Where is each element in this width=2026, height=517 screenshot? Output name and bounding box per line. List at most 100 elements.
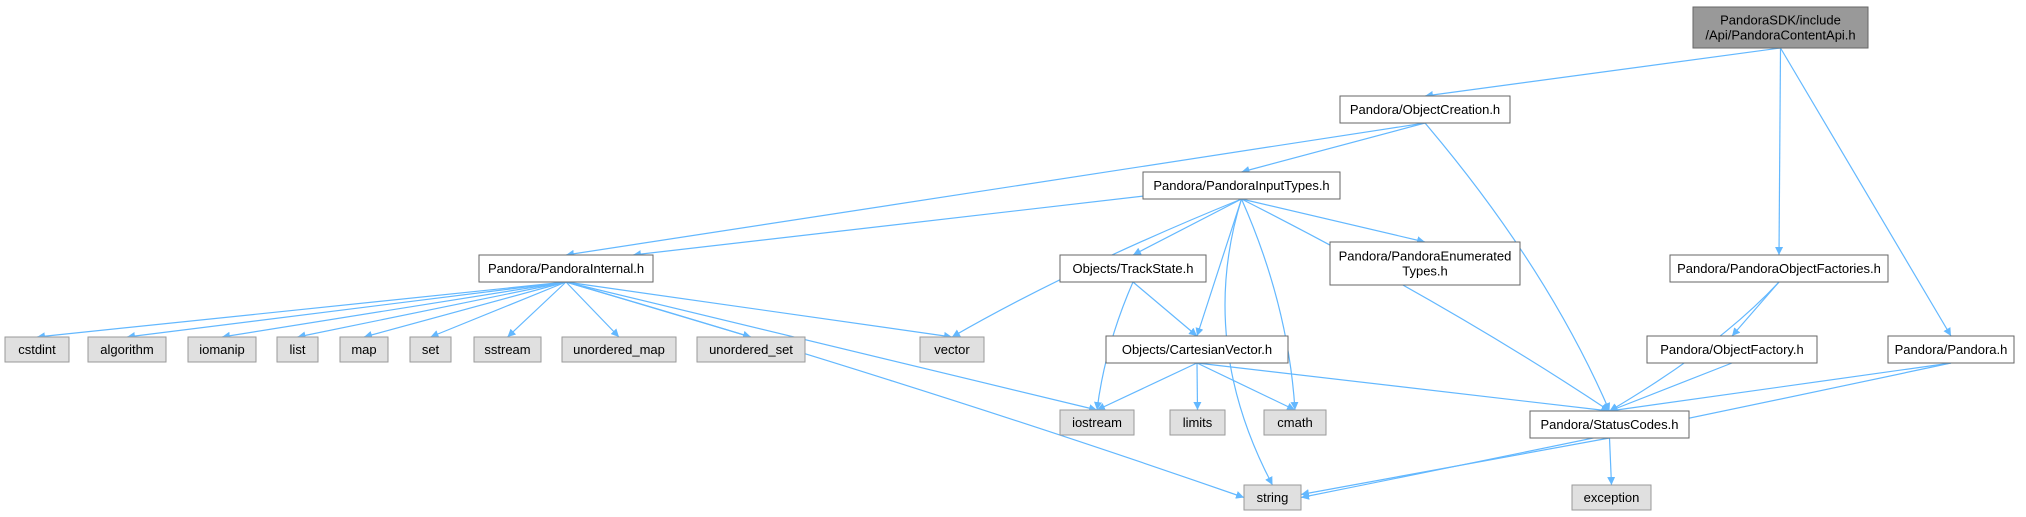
edge-pandora-internal-to-algorithm (126, 281, 567, 340)
node-track-state-label: Objects/TrackState.h (1073, 261, 1194, 276)
node-vector: vector (919, 336, 985, 363)
edge-cartesian-vector-to-limits (1193, 362, 1202, 411)
node-vector-box (919, 336, 985, 363)
node-pandora-enumerated-types-label: Types.h (1402, 264, 1448, 279)
node-pandora-object-factories-label: Pandora/PandoraObjectFactories.h (1677, 261, 1881, 276)
node-cstdint-box (4, 336, 70, 363)
edge-pandora-input-types-to-pandora-internal (632, 194, 1154, 259)
node-pandora-box (1887, 335, 2015, 364)
node-cartesian-vector-label: Objects/CartesianVector.h (1122, 342, 1272, 357)
node-pandora-label: Pandora/Pandora.h (1895, 342, 2008, 357)
node-object-factory[interactable]: Pandora/ObjectFactory.h (1646, 335, 1818, 364)
edge-pandora-internal-to-iomanip (221, 281, 567, 340)
node-string-label: string (1257, 490, 1289, 505)
edge-root-to-object-creation (1424, 47, 1781, 99)
node-list-box (276, 336, 319, 363)
node-pandora-input-types[interactable]: Pandora/PandoraInputTypes.h (1142, 171, 1341, 200)
node-track-state[interactable]: Objects/TrackState.h (1059, 254, 1207, 283)
node-map-label: map (351, 342, 376, 357)
edge-cartesian-vector-to-cmath (1196, 362, 1296, 411)
node-sstream-label: sstream (484, 342, 530, 357)
edge-status-codes-to-exception (1607, 437, 1616, 486)
node-pandora[interactable]: Pandora/Pandora.h (1887, 335, 2015, 364)
node-exception-label: exception (1584, 490, 1640, 505)
node-pandora-internal[interactable]: Pandora/PandoraInternal.h (478, 254, 654, 283)
node-set-box (409, 336, 452, 363)
edge-root-to-pandora (1779, 47, 1952, 337)
edge-cartesian-vector-to-iostream (1096, 362, 1198, 411)
edge-pandora-internal-to-set (430, 281, 567, 338)
node-status-codes-label: Pandora/StatusCodes.h (1540, 417, 1678, 432)
node-iostream-label: iostream (1072, 415, 1122, 430)
edge-pandora-internal-to-vector (565, 281, 953, 340)
edge-root-to-pandora-object-factories (1775, 47, 1784, 256)
node-sstream-box (473, 336, 542, 363)
edge-pandora-internal-to-list (297, 281, 567, 340)
edge-pandora-internal-to-unordered-map (565, 281, 620, 338)
edge-pandora-input-types-to-pandora-enumerated-types (1241, 198, 1426, 245)
edge-track-state-to-cartesian-vector (1132, 281, 1198, 337)
node-unordered-map-label: unordered_map (573, 342, 665, 357)
node-set: set (409, 336, 452, 363)
node-status-codes[interactable]: Pandora/StatusCodes.h (1529, 410, 1690, 439)
node-pandora-enumerated-types-label: Pandora/PandoraEnumerated (1339, 249, 1512, 264)
edge-object-factory-to-status-codes (1609, 362, 1733, 412)
node-exception-box (1571, 484, 1652, 511)
node-unordered-map-box (561, 336, 677, 363)
node-iostream: iostream (1059, 409, 1135, 436)
node-track-state-box (1059, 254, 1207, 283)
node-object-factory-box (1646, 335, 1818, 364)
node-root-label: /Api/PandoraContentApi.h (1705, 28, 1855, 43)
edge-pandora-internal-to-map (363, 281, 567, 339)
node-iomanip-box (187, 336, 257, 363)
node-iomanip: iomanip (187, 336, 257, 363)
node-object-creation-box (1339, 95, 1511, 124)
node-limits: limits (1169, 409, 1226, 436)
node-status-codes-box (1529, 410, 1690, 439)
edge-status-codes-to-string (1300, 437, 1610, 497)
edge-pandora-input-types-to-cmath (1240, 198, 1299, 411)
node-unordered-set-box (696, 336, 806, 363)
node-object-factory-label: Pandora/ObjectFactory.h (1660, 342, 1804, 357)
node-root[interactable]: PandoraSDK/include/Api/PandoraContentApi… (1692, 6, 1869, 49)
node-list-label: list (290, 342, 306, 357)
node-sstream: sstream (473, 336, 542, 363)
edge-pandora-input-types-to-status-codes (1241, 198, 1610, 412)
node-algorithm-label: algorithm (100, 342, 153, 357)
edge-object-creation-to-pandora-input-types (1241, 122, 1426, 174)
node-limits-box (1169, 409, 1226, 436)
node-object-creation-label: Pandora/ObjectCreation.h (1350, 102, 1500, 117)
file-nodes: PandoraSDK/include/Api/PandoraContentApi… (4, 6, 2015, 511)
edge-pandora-to-status-codes (1609, 362, 1952, 414)
node-pandora-internal-label: Pandora/PandoraInternal.h (488, 261, 644, 276)
node-cstdint-label: cstdint (18, 342, 56, 357)
edge-cartesian-vector-to-status-codes (1196, 362, 1610, 415)
node-exception: exception (1571, 484, 1652, 511)
node-cmath-box (1263, 409, 1327, 436)
edge-object-creation-to-status-codes (1424, 122, 1611, 412)
edge-pandora-internal-to-string (565, 281, 1245, 499)
node-cmath: cmath (1263, 409, 1327, 436)
edge-object-creation-to-pandora-internal (565, 122, 1426, 258)
node-map: map (339, 336, 389, 363)
node-set-label: set (422, 342, 440, 357)
node-cartesian-vector-box (1105, 335, 1289, 364)
node-map-box (339, 336, 389, 363)
edge-pandora-internal-to-cstdint (36, 281, 567, 341)
node-cstdint: cstdint (4, 336, 70, 363)
node-algorithm-box (87, 336, 167, 363)
node-string-box (1243, 484, 1302, 511)
node-pandora-object-factories[interactable]: Pandora/PandoraObjectFactories.h (1669, 254, 1889, 283)
edge-pandora-internal-to-iostream (565, 281, 1098, 413)
node-vector-label: vector (934, 342, 970, 357)
node-string: string (1243, 484, 1302, 511)
node-unordered-set: unordered_set (696, 336, 806, 363)
node-list: list (276, 336, 319, 363)
edge-pandora-input-types-to-track-state (1132, 198, 1242, 256)
node-object-creation[interactable]: Pandora/ObjectCreation.h (1339, 95, 1511, 124)
node-cartesian-vector[interactable]: Objects/CartesianVector.h (1105, 335, 1289, 364)
node-unordered-set-label: unordered_set (709, 342, 793, 357)
node-cmath-label: cmath (1277, 415, 1312, 430)
